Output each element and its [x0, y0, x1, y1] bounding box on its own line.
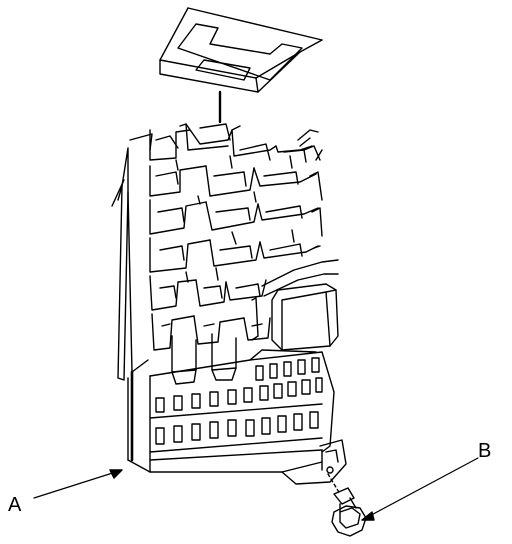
callout-label-b: B	[478, 440, 492, 462]
fuse-row-middle	[255, 357, 320, 381]
relay-sockets	[149, 123, 323, 351]
callout-label-a: A	[8, 494, 22, 516]
fuse-cavities	[149, 357, 323, 453]
fuse-row-lower	[155, 411, 319, 445]
leader-line-a	[33, 469, 123, 499]
mounting-bracket	[281, 439, 347, 495]
leader-line-b	[361, 457, 479, 521]
wire-harness	[261, 129, 339, 297]
fuse-box-body	[111, 133, 335, 473]
fuse-box-cover	[159, 7, 323, 124]
bolt	[331, 487, 367, 537]
relays	[171, 283, 339, 385]
fuse-row-upper	[155, 377, 323, 413]
